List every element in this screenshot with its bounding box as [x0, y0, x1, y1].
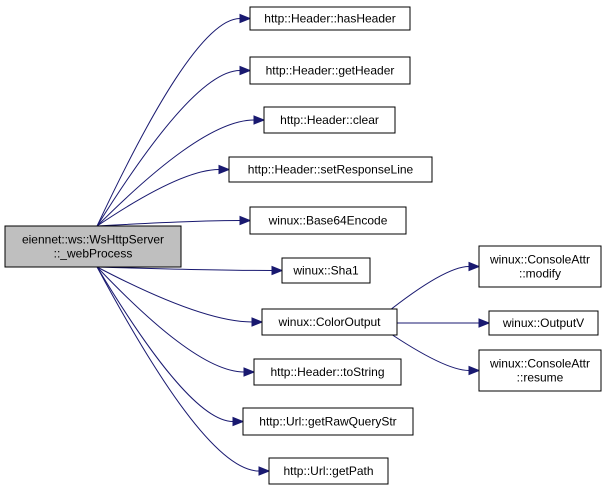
edge-root-to-sha1: [97, 266, 273, 271]
node-hasHeader[interactable]: http::Header::hasHeader: [249, 6, 411, 31]
edge-root-to-base64: [97, 220, 241, 227]
arrowhead-base64: [239, 215, 252, 226]
node-label: ::modify: [519, 267, 561, 281]
node-box: [228, 156, 433, 183]
edge-root-to-setResponseLine: [96, 169, 220, 227]
edges-layer: [96, 13, 491, 476]
node-getRawQueryStr[interactable]: http::Url::getRawQueryStr: [242, 407, 414, 436]
node-label: winux::Sha1: [292, 264, 359, 278]
node-label: http::Header::setResponseLine: [248, 163, 414, 177]
node-resume[interactable]: winux::ConsoleAttr::resume: [478, 349, 602, 392]
node-box: [242, 407, 414, 436]
node-sha1[interactable]: winux::Sha1: [281, 257, 371, 284]
arrowhead-clear: [253, 115, 266, 125]
node-box: [261, 308, 398, 336]
root-node[interactable]: eiennet::ws::WsHttpServer::_webProcess: [4, 225, 182, 268]
node-box: [249, 6, 411, 31]
node-box: [488, 310, 599, 336]
node-box: [253, 358, 402, 386]
node-box: [249, 206, 407, 235]
node-label: http::Url::getRawQueryStr: [259, 415, 396, 429]
node-label: http::Url::getPath: [283, 464, 373, 478]
arrowhead-hasHeader: [239, 13, 252, 24]
nodes-layer: eiennet::ws::WsHttpServer::_webProcessht…: [4, 6, 602, 485]
node-label: winux::ConsoleAttr: [489, 253, 590, 267]
edge-root-to-getRawQueryStr: [96, 266, 234, 422]
node-box: [478, 245, 602, 288]
node-base64[interactable]: winux::Base64Encode: [249, 206, 407, 235]
node-outputV[interactable]: winux::OutputV: [488, 310, 599, 336]
node-getPath[interactable]: http::Url::getPath: [268, 457, 389, 485]
node-label: winux::OutputV: [502, 316, 584, 330]
arrowhead-getPath: [258, 466, 271, 476]
arrowhead-toString: [243, 367, 256, 377]
edge-root-to-colorOutput: [96, 266, 253, 323]
edge-colorOutput-to-resume: [384, 329, 470, 371]
node-label: http::Header::toString: [270, 365, 384, 379]
node-label: http::Header::getHeader: [266, 64, 395, 78]
edge-root-to-getPath: [96, 266, 260, 472]
edge-colorOutput-to-modify: [384, 266, 470, 315]
node-modify[interactable]: winux::ConsoleAttr::modify: [478, 245, 602, 288]
node-box: [249, 56, 411, 85]
arrowhead-getRawQueryStr: [232, 416, 245, 427]
arrowhead-setResponseLine: [218, 164, 231, 175]
node-toString[interactable]: http::Header::toString: [253, 358, 402, 386]
node-box: [281, 257, 371, 284]
node-label: winux::Base64Encode: [268, 214, 388, 228]
node-getHeader[interactable]: http::Header::getHeader: [249, 56, 411, 85]
node-box: [268, 457, 389, 485]
arrowhead-outputV: [478, 318, 491, 328]
node-label: ::_webProcess: [54, 247, 133, 261]
arrowhead-sha1: [271, 265, 284, 276]
node-clear[interactable]: http::Header::clear: [263, 106, 396, 134]
node-label: http::Header::hasHeader: [264, 12, 395, 26]
node-box: [263, 106, 396, 134]
node-label: eiennet::ws::WsHttpServer: [22, 233, 164, 247]
node-box: [4, 225, 182, 268]
arrowhead-getHeader: [239, 65, 252, 76]
edge-root-to-toString: [96, 266, 245, 373]
node-box: [478, 349, 602, 392]
edge-root-to-clear: [96, 119, 255, 227]
edge-root-to-hasHeader: [96, 18, 241, 227]
node-label: winux::ColorOutput: [277, 315, 381, 329]
arrowhead-colorOutput: [251, 317, 264, 327]
arrowhead-modify: [468, 261, 481, 272]
node-label: http::Header::clear: [280, 113, 379, 127]
arrowhead-resume: [468, 365, 481, 376]
node-colorOutput[interactable]: winux::ColorOutput: [261, 308, 398, 336]
edge-root-to-getHeader: [96, 70, 241, 227]
node-setResponseLine[interactable]: http::Header::setResponseLine: [228, 156, 433, 183]
node-label: ::resume: [517, 371, 564, 385]
node-label: winux::ConsoleAttr: [489, 357, 590, 371]
